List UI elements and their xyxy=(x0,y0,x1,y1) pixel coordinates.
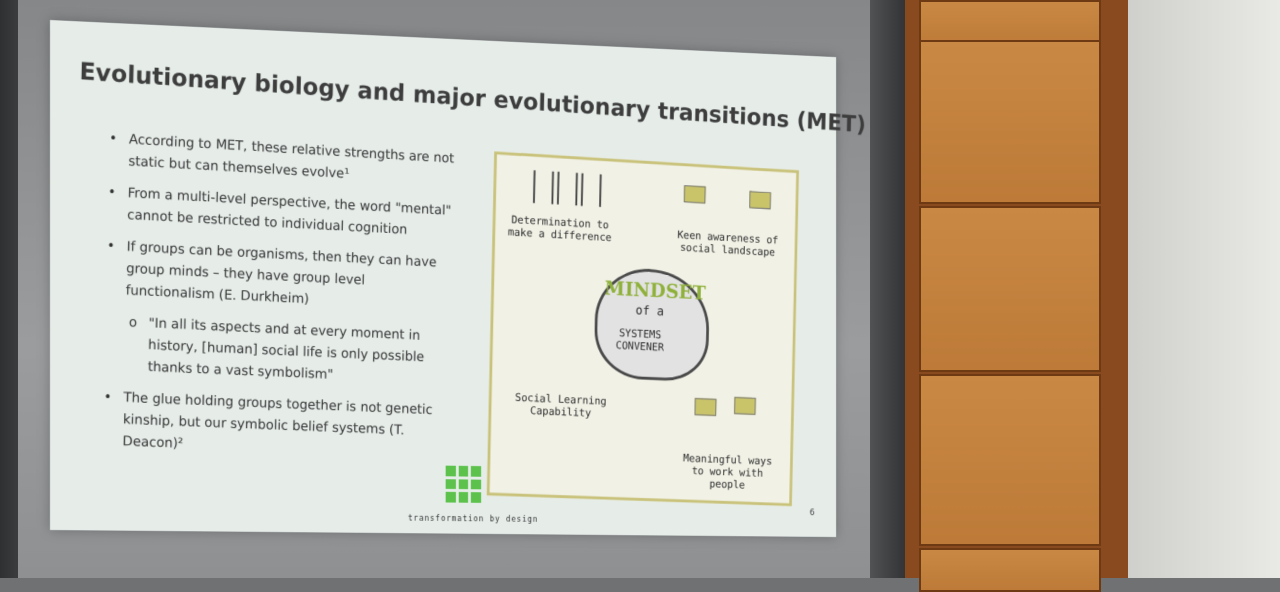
bullet-marker: • xyxy=(109,127,117,149)
raised-hands-icon xyxy=(557,172,578,206)
social-learning-label: Social Learning Capability xyxy=(510,391,612,420)
speech-bubble-icon xyxy=(684,185,706,203)
bullet-item: • From a multi-level perspective, the wo… xyxy=(107,181,453,243)
bullet-text: "In all its aspects and at every moment … xyxy=(148,315,425,382)
bullet-marker: • xyxy=(104,386,112,408)
bullet-item: • The glue holding groups together is no… xyxy=(103,386,450,464)
puzzle-piece-icon xyxy=(734,397,756,415)
projected-slide: Evolutionary biology and major evolution… xyxy=(50,20,836,537)
wall xyxy=(1128,0,1280,578)
bullet-marker: • xyxy=(107,235,115,257)
bullet-list: • According to MET, these relative stren… xyxy=(102,127,454,474)
bullet-item: • According to MET, these relative stren… xyxy=(108,127,454,191)
speech-bubble-icon xyxy=(749,191,771,209)
bullet-text: If groups can be organisms, then they ca… xyxy=(126,239,437,307)
wooden-panel xyxy=(905,0,1130,578)
bullet-text: According to MET, these relative strengt… xyxy=(128,132,454,182)
raised-hands-icon xyxy=(581,173,602,207)
awareness-label: Keen awareness of social landscape xyxy=(669,228,786,259)
wood-panel-cell xyxy=(919,548,1101,592)
sub-bullet-item: o "In all its aspects and at every momen… xyxy=(104,310,451,390)
slide-footer: transformation by design xyxy=(408,514,538,524)
bullet-item: • If groups can be organisms, then they … xyxy=(106,235,453,317)
brand-logo-icon xyxy=(446,466,481,503)
raised-hands-icon xyxy=(533,170,554,204)
determination-label: Determination to make a difference xyxy=(504,213,615,244)
slide-title: Evolutionary biology and major evolution… xyxy=(79,57,818,134)
wood-panel-cell xyxy=(919,40,1101,204)
systems-convener-label: SYSTEMS CONVENER xyxy=(603,326,676,354)
mindset-illustration: Determination to make a difference Keen … xyxy=(487,151,799,506)
meaningful-ways-label: Meaningful ways to work with people xyxy=(678,452,777,493)
wood-panel-cell xyxy=(919,206,1101,372)
page-number: 6 xyxy=(810,509,815,518)
of-a-label: of a xyxy=(622,304,677,319)
wood-panel-cell xyxy=(919,374,1101,546)
puzzle-piece-icon xyxy=(695,398,717,416)
bullet-marker: • xyxy=(108,181,116,203)
screen-edge xyxy=(870,0,910,578)
bullet-marker: o xyxy=(129,311,138,333)
bullet-text: The glue holding groups together is not … xyxy=(122,390,432,452)
bullet-text: From a multi-level perspective, the word… xyxy=(127,185,451,238)
